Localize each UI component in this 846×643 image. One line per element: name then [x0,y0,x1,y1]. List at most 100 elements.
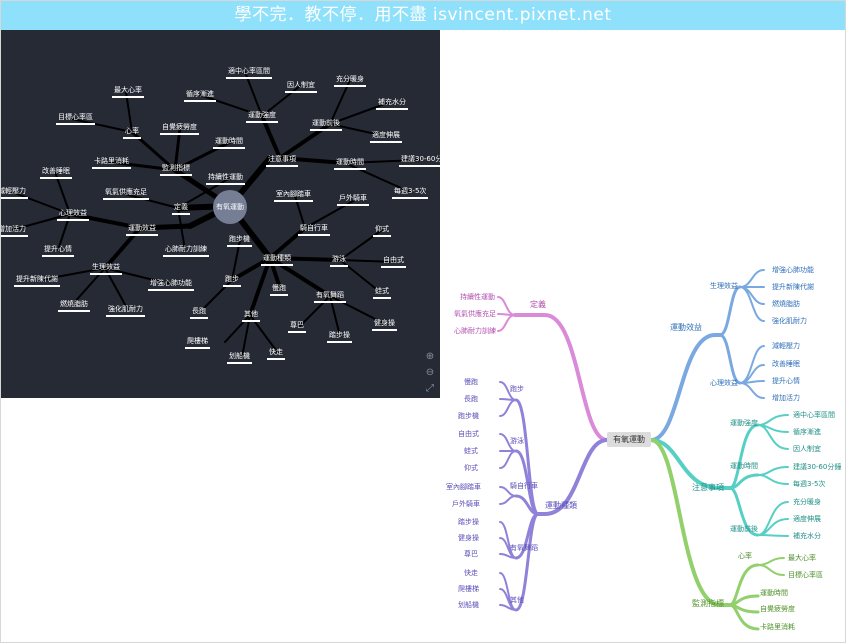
dark-node[interactable]: 適中心率區間 [226,67,272,79]
light-node[interactable]: 划船機 [458,601,479,609]
dark-node[interactable]: 提升新陳代謝 [14,275,60,287]
light-node[interactable]: 室內腳踏車 [446,483,481,491]
light-node[interactable]: 有氧舞蹈 [510,544,538,552]
dark-node[interactable]: 持續性運動 [206,173,245,185]
light-node[interactable]: 增強心肺功能 [772,266,814,274]
light-node[interactable]: 運動種類 [545,501,577,510]
light-node[interactable]: 最大心率 [788,554,816,562]
light-node[interactable]: 生理效益 [710,282,738,290]
light-node[interactable]: 自由式 [458,430,479,438]
light-node[interactable]: 心肺耐力訓練 [454,327,496,335]
dark-node[interactable]: 心率 [123,127,141,139]
dark-node[interactable]: 監測指標 [160,164,192,176]
dark-node[interactable]: 游泳 [330,255,348,267]
dark-node[interactable]: 心理效益 [57,209,89,221]
light-node[interactable]: 循序漸進 [793,428,821,436]
light-node[interactable]: 運動強度 [730,419,758,427]
light-node[interactable]: 建議30-60分鐘 [793,463,842,471]
light-node[interactable]: 快走 [464,569,478,577]
light-node[interactable]: 運動前後 [730,525,758,533]
light-node[interactable]: 強化肌耐力 [772,317,807,325]
dark-node[interactable]: 運動前後 [310,119,342,131]
dark-node[interactable]: 運動種類 [261,254,293,266]
light-node[interactable]: 跑步機 [458,412,479,420]
dark-node[interactable]: 其他 [242,310,260,322]
light-node[interactable]: 增加活力 [772,394,800,402]
dark-node[interactable]: 增加活力 [0,225,28,237]
light-node[interactable]: 踏步操 [458,518,479,526]
light-node[interactable]: 蛙式 [464,447,478,455]
light-node[interactable]: 運動效益 [670,323,702,332]
light-node[interactable]: 提升新陳代謝 [772,283,814,291]
light-node[interactable]: 減輕壓力 [772,342,800,350]
light-node[interactable]: 戶外騎車 [452,500,480,508]
dark-node[interactable]: 注意事項 [266,155,298,167]
light-node[interactable]: 爬樓梯 [458,585,479,593]
dark-node[interactable]: 改善睡眠 [40,167,72,179]
dark-node[interactable]: 心肺耐力訓練 [163,245,209,257]
light-node[interactable]: 每週3-5次 [793,480,826,488]
dark-node[interactable]: 運動強度 [246,111,278,123]
dark-node[interactable]: 運動效益 [126,224,158,236]
light-node[interactable]: 慢跑 [464,378,478,386]
dark-node[interactable]: 減輕壓力 [0,187,28,199]
light-node[interactable]: 運動時間 [760,589,788,597]
light-node[interactable]: 補充水分 [793,532,821,540]
dark-node[interactable]: 運動時間 [213,137,245,149]
dark-node[interactable]: 增強心肺功能 [148,279,194,291]
light-node[interactable]: 游泳 [510,437,524,445]
dark-node[interactable]: 自由式 [381,256,406,268]
light-node[interactable]: 提升心情 [772,377,800,385]
dark-node[interactable]: 補充水分 [376,98,408,110]
dark-node[interactable]: 適度伸展 [370,131,402,143]
light-node[interactable]: 氧氣供應充足 [454,310,496,318]
dark-node[interactable]: 因人制宜 [285,81,317,93]
dark-node[interactable]: 蛙式 [373,287,391,299]
dark-node[interactable]: 健身操 [372,319,397,331]
dark-node[interactable]: 目標心率區 [56,113,95,125]
dark-node[interactable]: 定義 [172,203,190,215]
light-node[interactable]: 心率 [738,552,752,560]
dark-node[interactable]: 卡路里消耗 [92,157,131,169]
light-node[interactable]: 卡路里消耗 [760,623,795,631]
light-node[interactable]: 充分暖身 [793,498,821,506]
light-node[interactable]: 尊巴 [464,550,478,558]
dark-node[interactable]: 充分暖身 [334,75,366,87]
dark-node[interactable]: 生理效益 [90,263,122,275]
light-node[interactable]: 持續性運動 [460,293,495,301]
dark-node[interactable]: 戶外騎車 [337,194,369,206]
dark-node[interactable]: 跑步 [223,275,241,287]
dark-node[interactable]: 慢跑 [270,284,288,296]
light-node[interactable]: 目標心率區 [788,571,823,579]
dark-node[interactable]: 強化肌耐力 [106,305,145,317]
dark-node[interactable]: 建議30-60分 [399,155,440,167]
light-node[interactable]: 心理效益 [710,379,738,387]
light-node[interactable]: 改善睡眠 [772,360,800,368]
dark-node[interactable]: 爬樓梯 [185,337,210,349]
light-node[interactable]: 自覺疲勞度 [760,605,795,613]
dark-node[interactable]: 有氧舞蹈 [314,291,346,303]
light-node[interactable]: 仰式 [464,464,478,472]
dark-node[interactable]: 尊巴 [288,321,306,333]
dark-node[interactable]: 每週3-5次 [392,187,429,199]
dark-node[interactable]: 踏步操 [327,331,352,343]
dark-node[interactable]: 燃燒脂肪 [58,300,90,312]
light-node[interactable]: 適中心率區間 [793,411,835,419]
light-node[interactable]: 騎自行車 [510,482,538,490]
light-node[interactable]: 適度伸展 [793,515,821,523]
light-root-node[interactable]: 有氧運動 [607,432,651,447]
dark-node[interactable]: 划船機 [227,352,252,364]
dark-node[interactable]: 氧氣供應充足 [103,188,149,200]
light-node[interactable]: 因人制宜 [793,445,821,453]
dark-node[interactable]: 循序漸進 [184,90,216,102]
dark-node[interactable]: 室內腳踏車 [274,190,313,202]
light-node[interactable]: 燃燒脂肪 [772,300,800,308]
dark-root-node[interactable]: 有氧運動 [213,190,247,224]
light-node[interactable]: 監測指標 [692,599,724,608]
dark-node[interactable]: 最大心率 [112,86,144,98]
light-node[interactable]: 跑步 [510,385,524,393]
dark-node[interactable]: 自覺疲勞度 [160,123,199,135]
dark-node[interactable]: 運動時間 [334,158,366,170]
light-node[interactable]: 運動時間 [730,462,758,470]
zoom-in-icon[interactable]: ⊕ [425,351,435,362]
